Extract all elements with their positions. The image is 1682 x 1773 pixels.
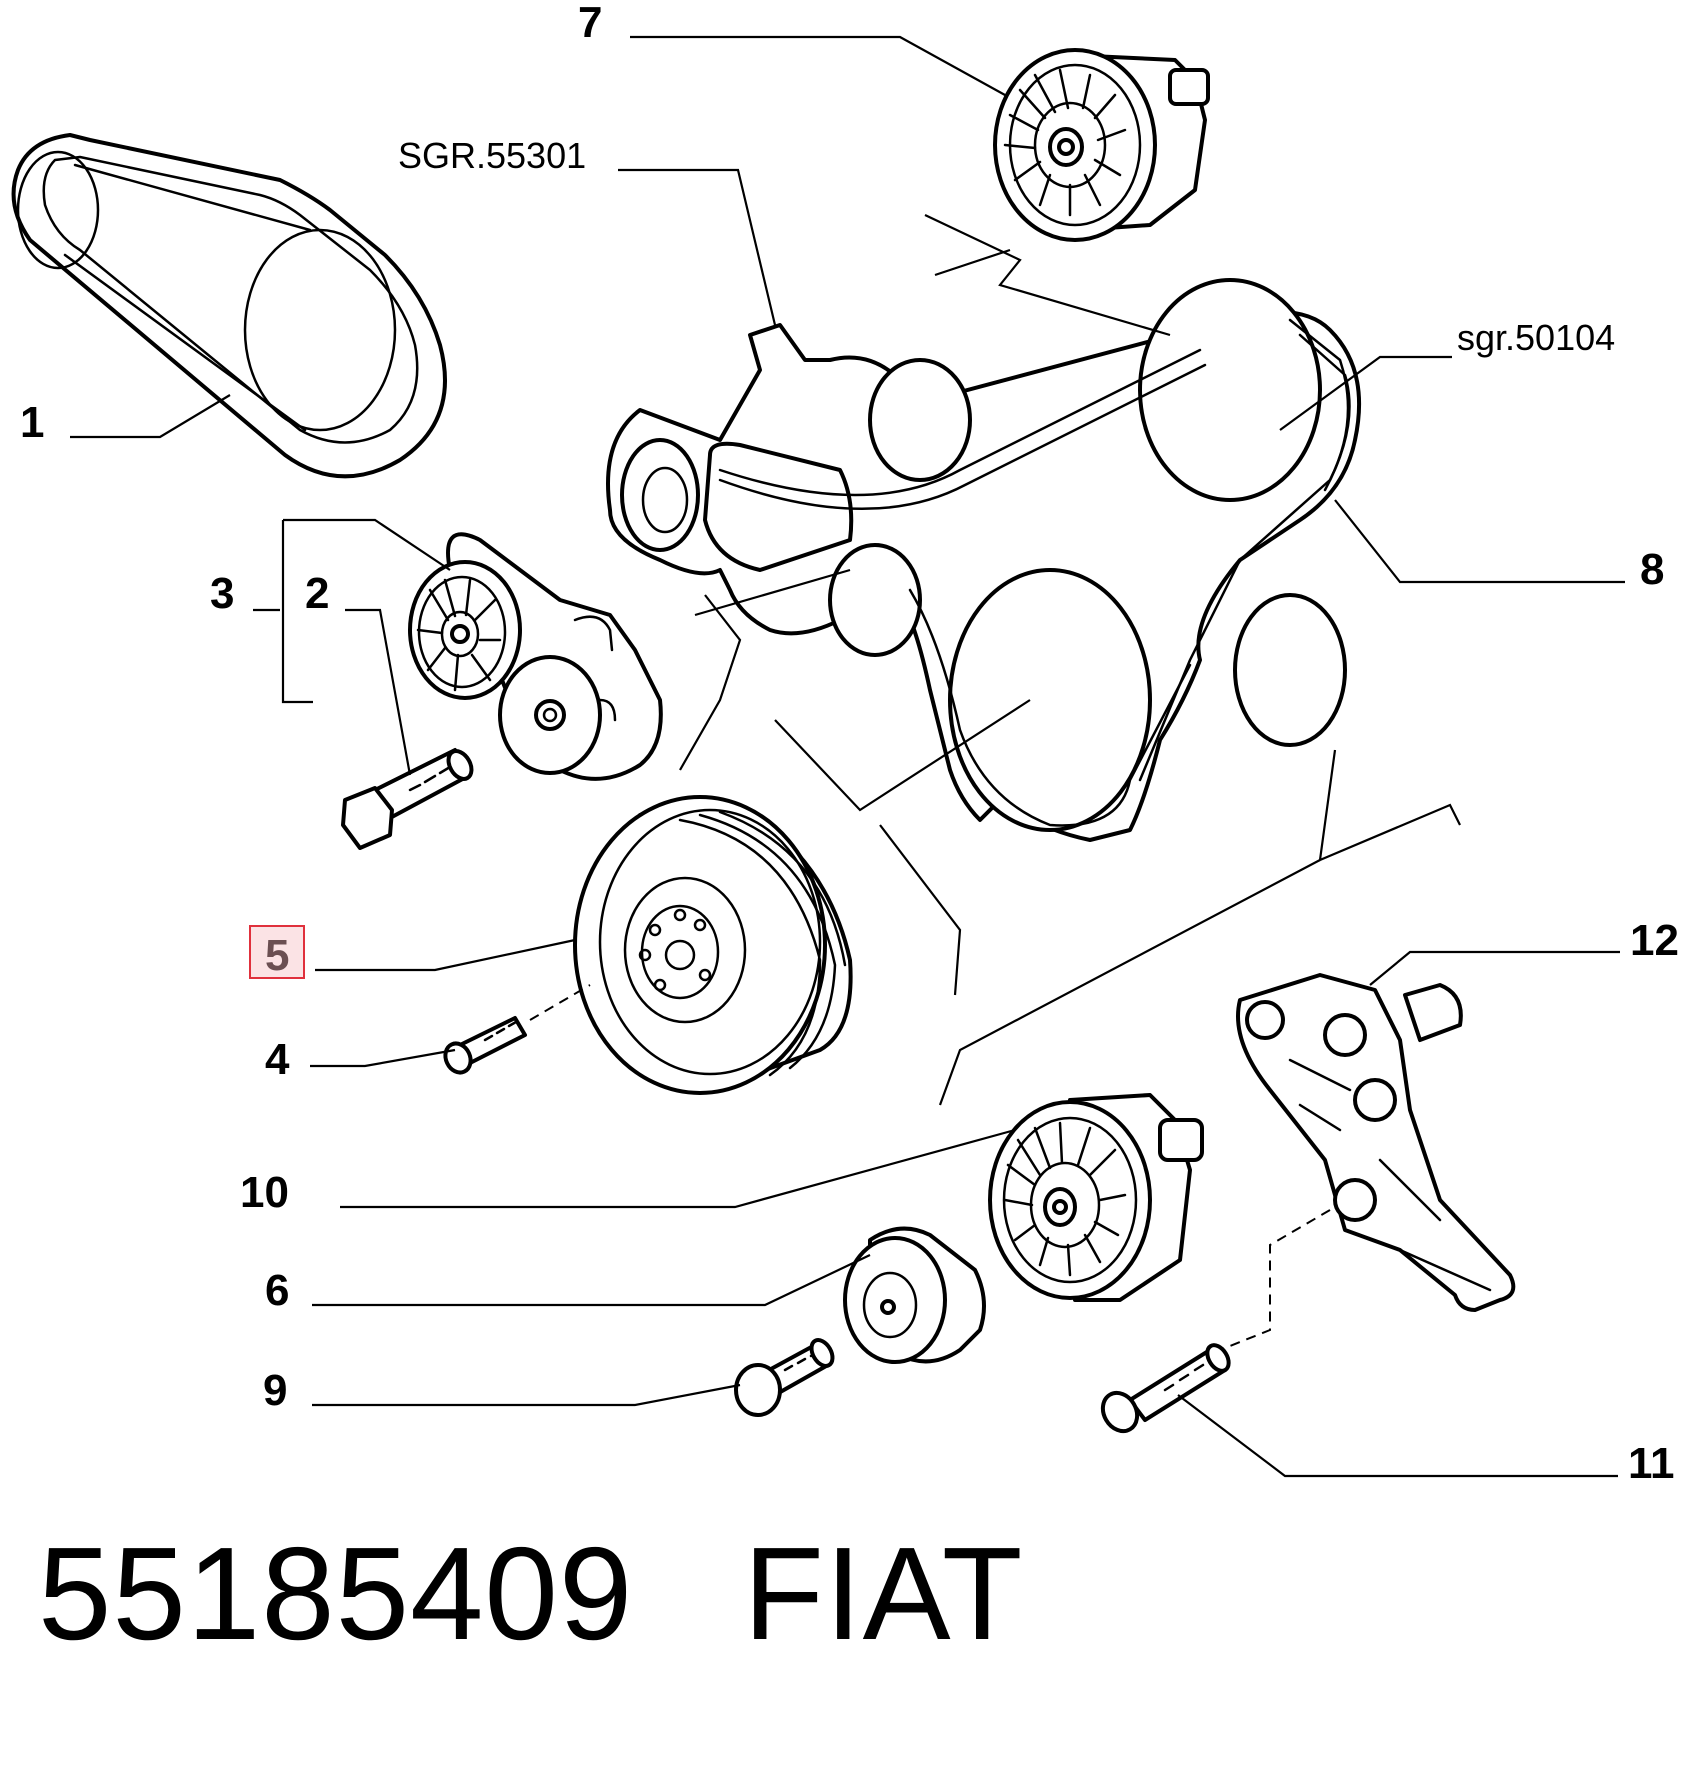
- callout-12: 12: [1630, 916, 1679, 965]
- callout-5: 5: [265, 931, 289, 980]
- pulley-cap-part-6: [843, 1226, 986, 1364]
- callout-leaders: [70, 35, 1625, 1478]
- callout-4: 4: [265, 1035, 290, 1084]
- cap-bolt-part-9: [734, 1338, 835, 1417]
- brand-name: FIAT: [743, 1520, 1024, 1667]
- belt-part-1: [11, 133, 447, 479]
- reference-label-sgr-55301: SGR.55301: [398, 135, 586, 176]
- upper-idler-pulley-part-7: [993, 48, 1210, 242]
- highlight-box: [249, 925, 305, 979]
- callout-8: 8: [1640, 545, 1664, 594]
- reference-label-sgr-50104: sgr.50104: [1457, 317, 1615, 358]
- callout-6: 6: [265, 1266, 289, 1315]
- tensioner-bolt-part-2: [341, 748, 474, 850]
- callout-2: 2: [305, 569, 329, 618]
- callout-3: 3: [210, 569, 234, 618]
- callout-9: 9: [263, 1366, 287, 1415]
- crankshaft-pulley-part-5: [573, 795, 853, 1095]
- pulley-screw-part-4: [443, 984, 591, 1075]
- belt-tensioner-assembly-part-3: [408, 532, 663, 781]
- callout-1: 1: [20, 398, 44, 447]
- idler-bracket-part-12: [1219, 973, 1516, 1351]
- callout-10: 10: [240, 1168, 289, 1217]
- lower-idler-pulley-part-10: [988, 1093, 1204, 1302]
- callout-11: 11: [1628, 1439, 1675, 1488]
- accessory-drive-layout: [606, 214, 1461, 1106]
- callout-7: 7: [578, 0, 602, 47]
- bracket-bolt-part-11: [1100, 1343, 1231, 1434]
- part-number: 55185409: [38, 1520, 634, 1667]
- callout-5-highlight: 5: [249, 925, 305, 980]
